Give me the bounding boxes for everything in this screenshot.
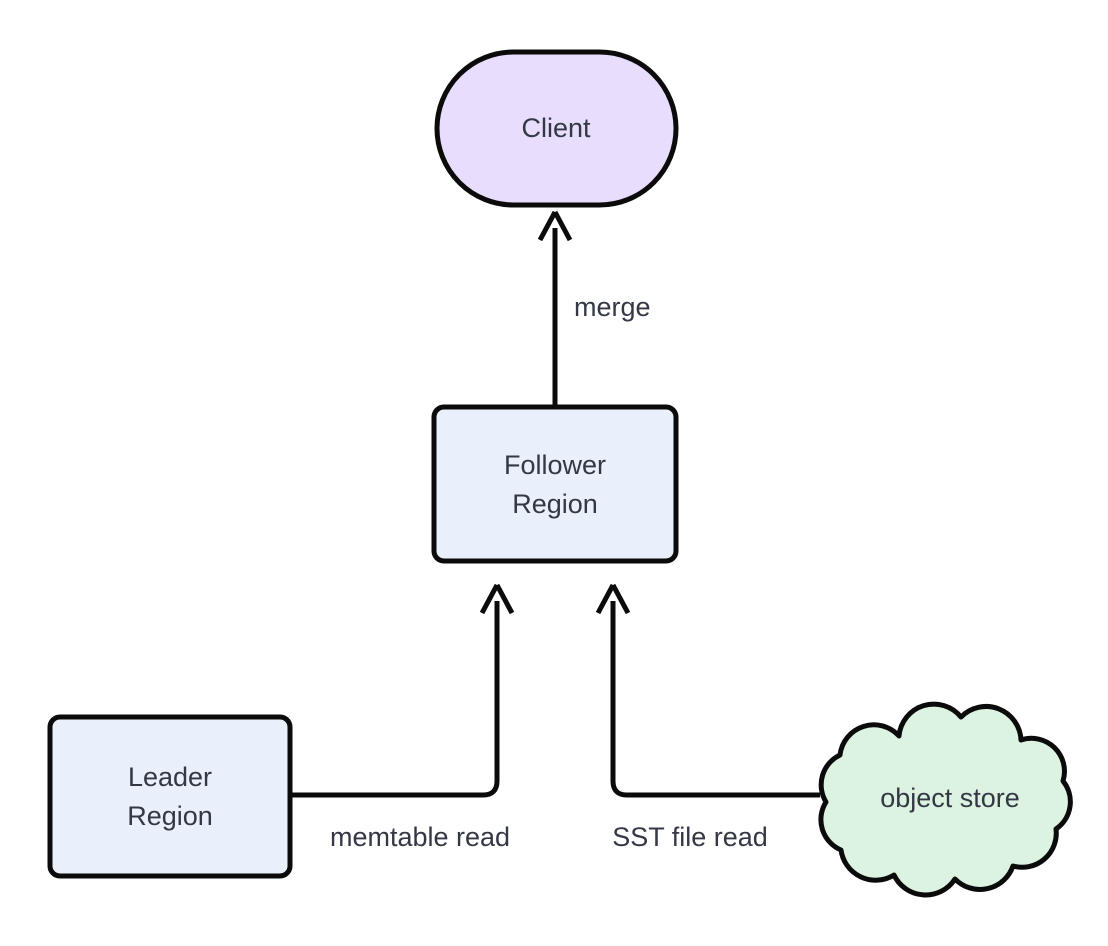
client-label: Client bbox=[521, 113, 591, 143]
follower-region-label-line2: Region bbox=[512, 489, 598, 519]
edge-label-merge: merge bbox=[574, 292, 651, 322]
leader-region-label-line2: Region bbox=[127, 801, 213, 831]
edge-follower-to-client[interactable] bbox=[537, 210, 573, 407]
object-store-label: object store bbox=[880, 783, 1020, 813]
arrowhead-sst-file-read bbox=[595, 583, 631, 615]
client-shape bbox=[434, 49, 679, 208]
edge-label-memtable-read: memtable read bbox=[330, 822, 510, 852]
follower-region-label-line1: Follower bbox=[504, 450, 606, 480]
arrowhead-merge bbox=[537, 210, 573, 242]
node-client[interactable]: Client bbox=[434, 49, 679, 208]
edge-line-sst-file-read bbox=[610, 601, 820, 798]
arrowhead-memtable-read bbox=[479, 583, 515, 615]
leader-region-shape bbox=[47, 714, 293, 879]
object-store-cloud-shape bbox=[818, 701, 1073, 898]
follower-region-shape bbox=[431, 404, 679, 564]
leader-region-label-line1: Leader bbox=[128, 762, 212, 792]
edge-label-sst-file-read: SST file read bbox=[612, 822, 768, 852]
node-leader-region[interactable]: Leader Region bbox=[47, 714, 293, 879]
edge-leader-to-follower[interactable] bbox=[290, 583, 515, 798]
node-follower-region[interactable]: Follower Region bbox=[431, 404, 679, 564]
edge-line-memtable-read bbox=[290, 601, 500, 798]
node-object-store[interactable]: object store bbox=[818, 701, 1073, 898]
edge-objectstore-to-follower[interactable] bbox=[595, 583, 820, 798]
